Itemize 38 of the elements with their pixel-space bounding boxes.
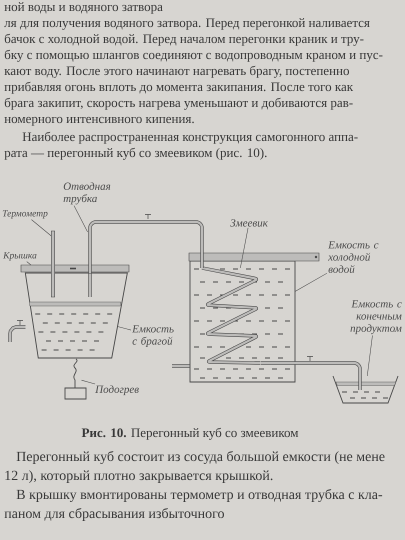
body-text: паном для сбрасывания избыточного — [4, 508, 224, 521]
coil-tube — [202, 266, 261, 365]
body-text: Перегонный куб состоит из сосуда большой емкости (не мене — [16, 450, 385, 464]
figure-caption: Рис. 10. Перегонный куб со змеевиком — [82, 428, 298, 440]
part-label: Отводная трубка — [64, 182, 110, 204]
leader-line — [117, 326, 132, 330]
part-label: Подогрев — [95, 385, 139, 396]
part-label: Емкость с конечным продуктом — [350, 300, 402, 334]
body-text: прибавляя огонь вплоть до момента закипания. После того как — [4, 82, 354, 94]
burner — [64, 358, 86, 400]
body-text: ля для получения водяного затвора. Перед перегонкой наливается — [4, 18, 370, 30]
part-label: Крышка — [3, 252, 36, 260]
leader-line — [31, 219, 52, 236]
leader-line — [366, 335, 373, 376]
receiver-bowl — [332, 376, 398, 404]
body-text: рата — перегонный куб со змеевиком (рис. 10). — [4, 148, 267, 160]
leader-line — [81, 380, 96, 384]
part-label: Емкость с брагой — [132, 325, 174, 347]
part-label: Змеевик — [230, 219, 268, 227]
body-text: номерного интенсивного кипения. — [4, 116, 194, 126]
part-label: Термометр — [2, 210, 48, 218]
body-text: В крышку вмонтированы термометр и отводная трубка с кла- — [16, 488, 382, 502]
body-text: бачок с холодной водой. Перед началом перегонки краник и тру- — [4, 34, 364, 46]
body-text: 12 л), который плотно закрывается крышкой. — [5, 470, 272, 483]
body-text: кают воду. После этого начинают нагревать брагу, постепенно — [4, 66, 349, 78]
body-text: брага закипит, скорость нагрева уменьшают и добиваются рав- — [4, 98, 353, 110]
condenser-tank — [172, 252, 320, 382]
pipe — [88, 220, 204, 273]
body-text: Наиболее распространенная конструкция самогонного аппа- — [22, 132, 358, 144]
thermometer — [51, 230, 55, 298]
boiling-pot — [8, 272, 128, 358]
leader-line — [240, 228, 248, 268]
leader-line — [294, 272, 328, 292]
leader-line — [74, 205, 88, 232]
pipe — [261, 361, 362, 376]
body-text: бку с помощью шлангов соединяют с водопроводным краном и пус- — [4, 50, 382, 62]
part-label: Емкость с холодной водой — [328, 241, 378, 273]
body-text: ной воды и водяного затвора — [4, 2, 163, 14]
